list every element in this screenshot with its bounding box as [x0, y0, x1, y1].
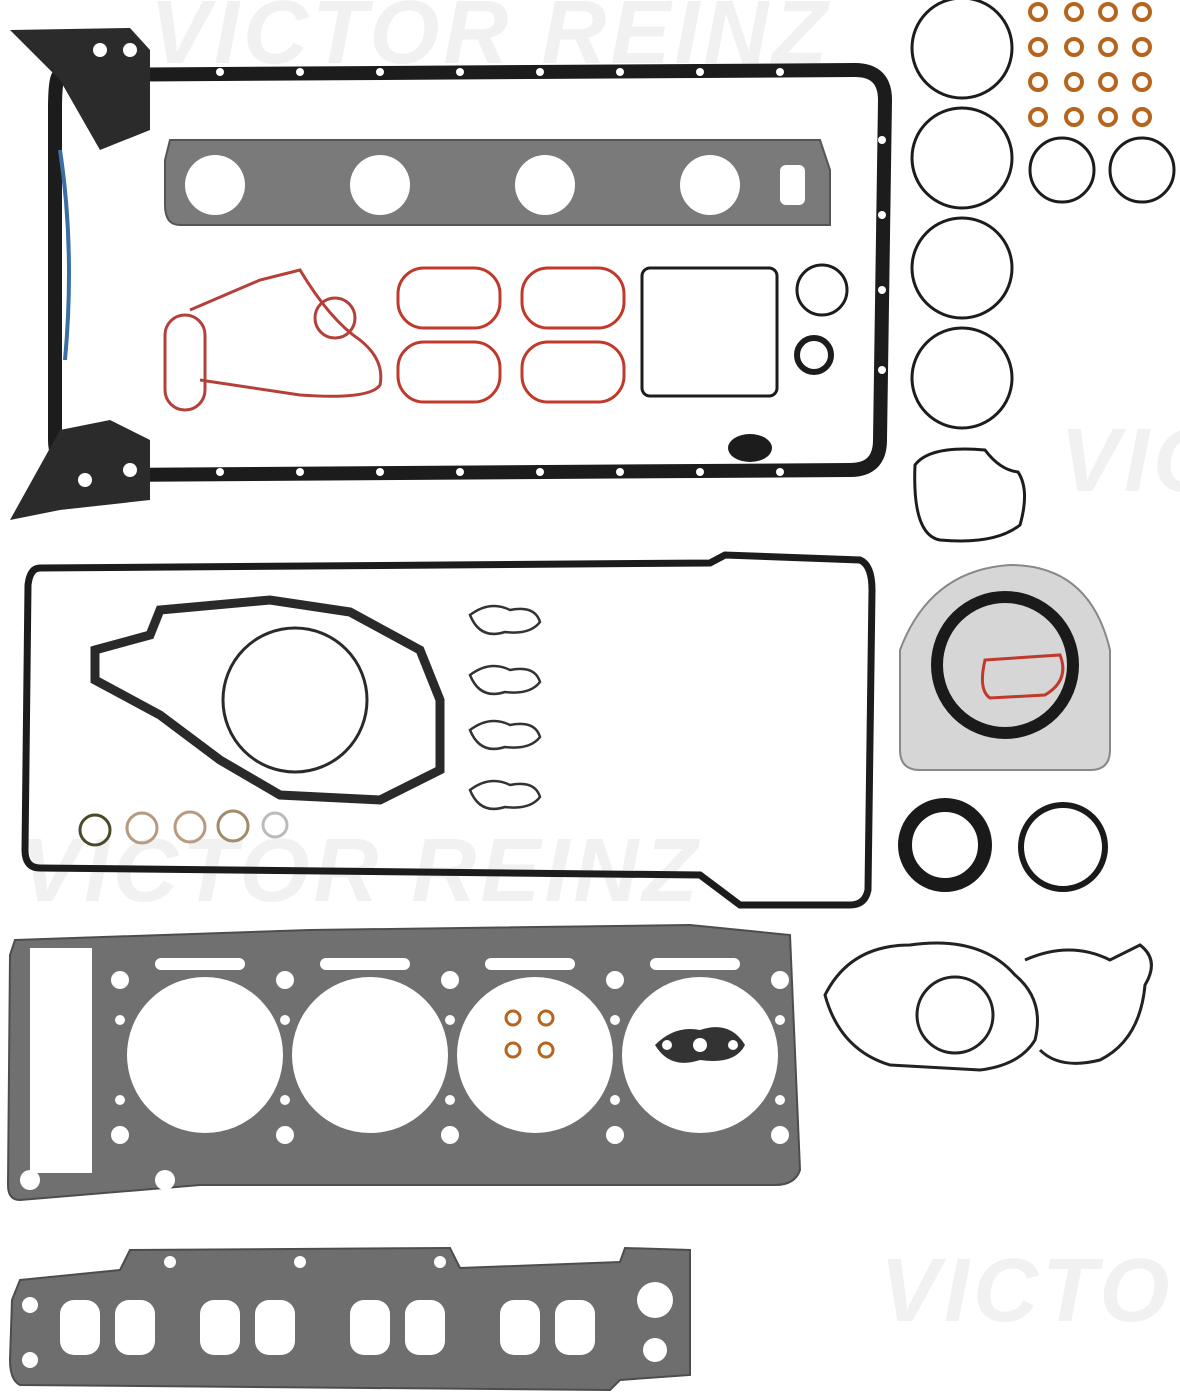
- oil-pan-gasket: [10, 28, 893, 520]
- valve-cover-gasket: [21, 551, 876, 909]
- timing-cover-gasket: [823, 941, 1153, 1072]
- crankshaft-front-seal: [898, 798, 1108, 892]
- sealing-rings: [78, 809, 289, 847]
- cover-gasket: [640, 263, 849, 398]
- intake-manifold-gasket: [8, 1246, 691, 1392]
- oil-filter-housing-gasket: [163, 268, 383, 412]
- watermark-right-2: VICTO: [880, 1241, 1174, 1341]
- turbo-flange-gasket: [655, 1027, 745, 1063]
- small-copper-rings: [1028, 2, 1152, 127]
- water-pump-gasket: [90, 595, 445, 805]
- intake-port-gaskets: [396, 266, 626, 404]
- o-rings: [910, 0, 1176, 543]
- spark-plug-tube-seals: [468, 604, 542, 811]
- crankshaft-rear-seal: [899, 563, 1111, 771]
- watermark-right-1: VICTO: [1060, 411, 1180, 511]
- exhaust-manifold-gasket: [164, 139, 831, 226]
- cylinder-head-gasket: [6, 923, 802, 1202]
